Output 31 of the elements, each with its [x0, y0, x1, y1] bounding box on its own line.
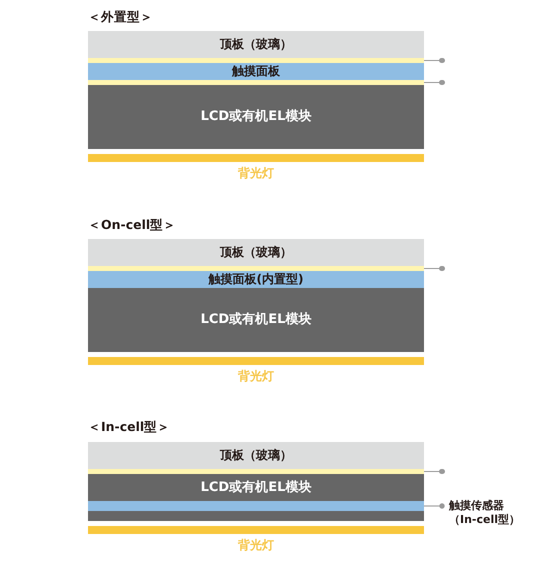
leader-line	[424, 60, 440, 61]
backlight-label: 背光灯	[238, 369, 274, 383]
leader-line	[424, 268, 440, 269]
leader-dot	[439, 266, 445, 272]
adhesive-layer	[88, 266, 424, 271]
leader-dot	[439, 58, 445, 64]
leader-dot	[439, 80, 445, 86]
layer-caption: 触摸传感器	[449, 499, 504, 513]
leader-dot	[439, 468, 445, 474]
display-module-layer: LCD或有机EL模块	[88, 85, 424, 149]
leader-line	[424, 82, 440, 83]
section-heading: ＜In-cell型＞	[88, 419, 170, 434]
touch-panel-layer: 触摸面板(内置型)	[88, 271, 424, 288]
leader-line	[424, 503, 445, 509]
leader-line	[424, 471, 440, 472]
display-module-layer: LCD或有机EL模块	[88, 474, 424, 501]
section-heading: ＜外置型＞	[88, 9, 153, 24]
touch-sensor-layer	[88, 501, 424, 511]
backlight-label: 背光灯	[238, 538, 274, 552]
section-heading: ＜On-cell型＞	[88, 217, 176, 232]
touch-panel-layer: 触摸面板	[88, 63, 424, 80]
adhesive-layer	[88, 469, 424, 474]
cover-glass-layer: 顶板（玻璃）	[88, 31, 424, 58]
adhesive-layer	[88, 58, 424, 63]
cover-glass-layer: 顶板（玻璃）	[88, 442, 424, 469]
backlight-label: 背光灯	[238, 166, 274, 180]
adhesive-layer	[88, 80, 424, 85]
display-module-layer	[88, 511, 424, 521]
display-module-layer: LCD或有机EL模块	[88, 288, 424, 352]
cover-glass-layer: 顶板（玻璃）	[88, 239, 424, 266]
layer-caption: （In-cell型）	[449, 513, 520, 527]
